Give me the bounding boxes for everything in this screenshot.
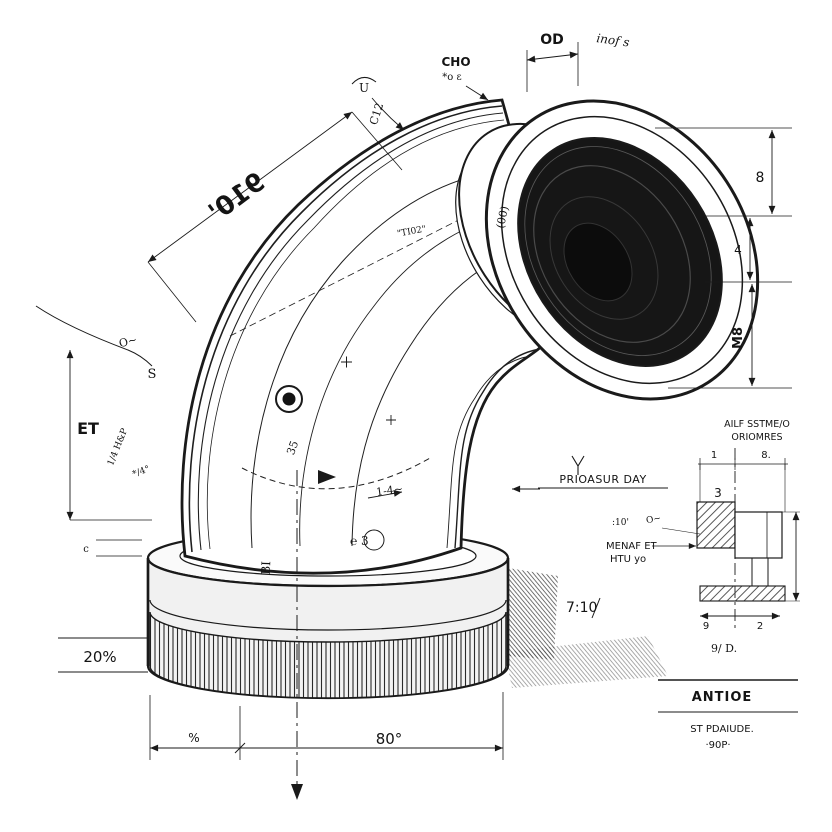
- dimensions: [35, 42, 792, 800]
- titleblock-line3: ·90P·: [705, 740, 730, 751]
- label-bi: BI: [259, 561, 273, 575]
- label-bs: 35: [284, 439, 301, 457]
- label-u: U: [359, 81, 369, 95]
- titleblock-name: ANTIOE: [692, 690, 753, 705]
- plus-mark-2: [386, 415, 396, 425]
- detail-right-block: [734, 511, 783, 559]
- label-cho-sub: *o ε: [442, 72, 461, 83]
- label-pct: %: [188, 731, 199, 745]
- label-pressure-note: PRIOASUR DAY: [559, 473, 646, 486]
- label-od: OD: [540, 32, 564, 48]
- detail-d9: 9: [703, 621, 709, 632]
- title-block-labels: ANTIOE ST PDAIUDE. ·90P·: [690, 690, 754, 751]
- y-mark: [571, 455, 585, 475]
- detail-menaf: MENAF ET: [606, 541, 658, 552]
- detail-section: [652, 448, 800, 628]
- label-80-backing: [368, 730, 410, 747]
- label-cho: CHO: [441, 55, 470, 69]
- label-deg80: 80°: [376, 730, 403, 748]
- detail-d8: 8.: [761, 450, 771, 461]
- detail-d2: 2: [757, 621, 763, 632]
- label-pct20: 20%: [83, 648, 116, 666]
- plus-mark-1: [341, 356, 352, 368]
- label-c-small: c: [83, 544, 89, 555]
- section-arrow-mark: [318, 470, 336, 484]
- flange-inner-rim: [500, 115, 744, 385]
- bore-depth-ring-2: [549, 196, 659, 320]
- label-et: ET: [77, 419, 99, 438]
- label-ratio: 7:10: [566, 600, 597, 616]
- title-block: [658, 679, 798, 713]
- label-o-tilde: O~: [118, 333, 139, 350]
- label-m8: M8: [731, 327, 746, 349]
- detail-colon10: :10': [612, 518, 629, 528]
- detail-title-1: AILF SSTME/O: [724, 419, 790, 430]
- flange: [455, 99, 760, 401]
- bore-highlight: [524, 146, 712, 356]
- detail-o: O~: [645, 514, 661, 526]
- label-dim8: 8: [756, 170, 765, 186]
- detail-hatched-block: [696, 501, 736, 549]
- label-inof: inof s: [596, 31, 631, 49]
- label-dim4: 4: [734, 243, 742, 257]
- bore-depth-ring-3: [563, 222, 633, 302]
- label-s: S: [148, 367, 157, 382]
- detail-d3: 3: [714, 486, 722, 500]
- shadow-hatching: [505, 568, 668, 688]
- label-one4: 1-4~: [375, 482, 403, 499]
- circled-3-mark: [363, 529, 385, 551]
- detail-nined: 9/ D.: [711, 642, 737, 655]
- bore-depth-ring-1: [533, 165, 691, 343]
- detail-htu: HTU yo: [610, 554, 646, 565]
- detail-bottom-band: [699, 585, 786, 602]
- pipe-hole-center: [282, 392, 296, 406]
- detail-d1: 1: [711, 450, 717, 461]
- titleblock-line2: ST PDAIUDE.: [690, 724, 754, 735]
- label-stamp00: (00): [494, 205, 511, 230]
- detail-labels: AILF SSTME/O ORIOMRES 1 8. 3 :10' MENAF …: [606, 419, 790, 655]
- detail-title-2: ORIOMRES: [731, 432, 782, 443]
